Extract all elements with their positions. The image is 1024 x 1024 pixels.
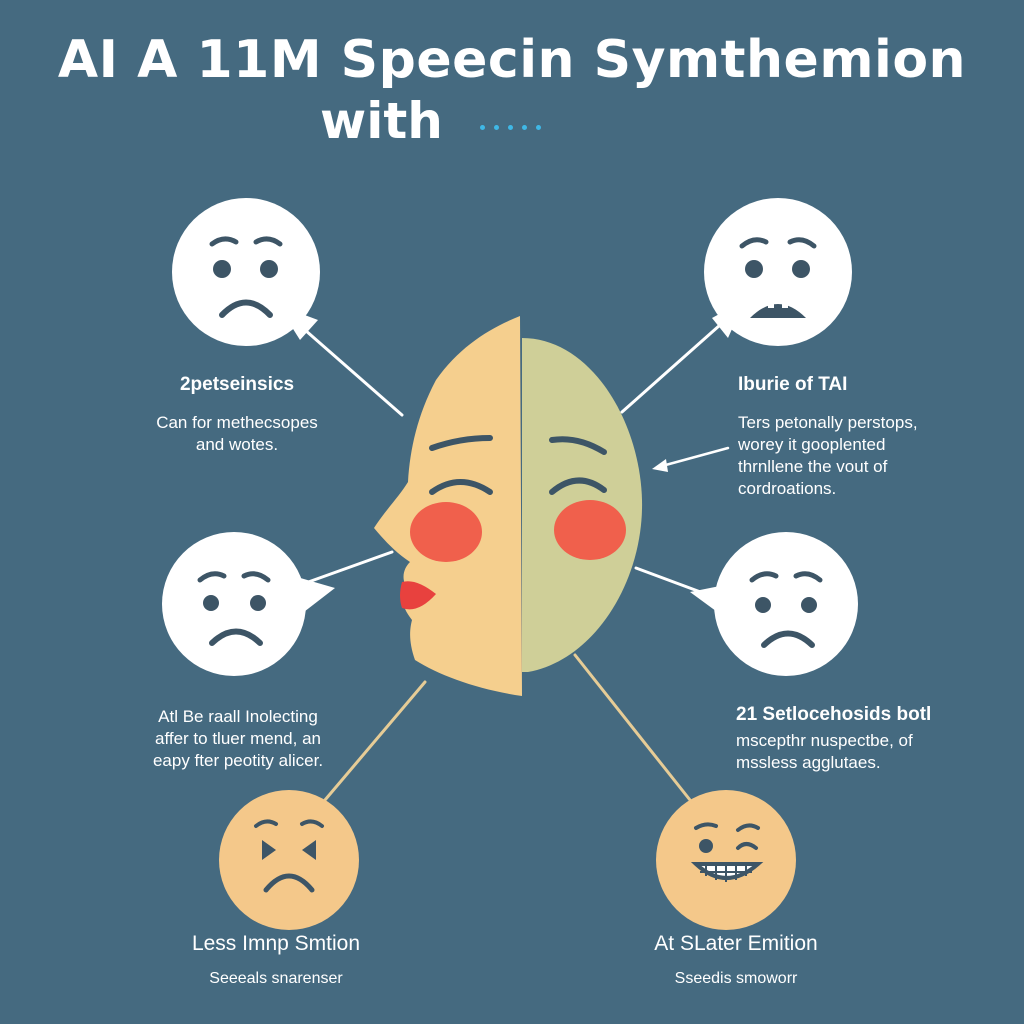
label-line: mssless agglutaes. [736,753,881,772]
label-line: worey it gooplented [738,435,886,454]
label-line: and wotes. [195,435,279,454]
label-line: thrnllene the vout of [738,457,888,476]
right-eye [549,477,607,495]
label-heading: 2petseinsics [179,374,295,395]
label-line: cordroations. [738,479,837,498]
label-heading: Less Imnp Smtion [191,932,361,955]
connector-bottom-right [573,653,692,802]
pointer-arrow [660,446,730,468]
page-subtitle: with [320,92,443,150]
label-line: Atl Be raall Inolecting [158,707,318,726]
label-line: Ters petonally perstops, [738,413,918,432]
connector-lines [298,323,730,802]
title-ellipsis-dots [480,117,550,135]
emotion-label-top-left: 2petseinsics Can for methecsopes and wot… [92,374,382,456]
page-title: AI A 11M Speecin Symthemion [57,30,967,90]
emotion-face-bottom-left [219,790,359,930]
emotion-face-bottom-right [656,790,796,930]
label-line: Sseedis smoworr [674,970,798,987]
emotion-label-mid-right: 21 Setlocehosids botl mscepthr nuspectbe… [736,704,1006,774]
central-head [374,316,643,696]
label-line: affer to tluer mend, an [154,729,321,748]
emotion-face-mid-right [714,532,858,676]
lips [400,581,436,610]
left-cheek-blush [410,502,482,562]
label-line: eapy fter peotity alicer. [152,751,324,770]
label-heading: Iburie of TAI [738,374,848,395]
connector-top-left [303,328,404,417]
pointer-arrowhead [652,459,668,472]
emotion-label-bottom-right: At SLater Emition Sseedis smoworr [566,932,906,990]
emotion-label-mid-left: Atl Be raall Inolecting affer to tluer m… [88,706,388,772]
left-eyebrow [429,435,493,451]
emotion-label-top-right: Iburie of TAI Ters petonally perstops, w… [738,374,1008,500]
connector-mid-left [298,550,394,587]
label-line: Can for methecsopes [156,413,318,432]
label-heading: At SLater Emition [654,932,818,955]
right-eyebrow [549,436,607,455]
label-line: Seeeals snarenser [209,970,343,987]
emotion-label-bottom-left: Less Imnp Smtion Seeeals snarenser [106,932,446,990]
right-cheek-blush [554,500,626,560]
connector-top-right [620,323,722,414]
emotion-face-top-left [172,198,320,346]
connector-bottom-left [323,680,427,802]
left-eye [429,479,493,495]
label-heading: 21 Setlocehosids botl [736,704,932,725]
emotion-face-mid-left [162,532,306,676]
label-line: mscepthr nuspectbe, of [736,731,913,750]
emotion-face-top-right [704,198,852,346]
